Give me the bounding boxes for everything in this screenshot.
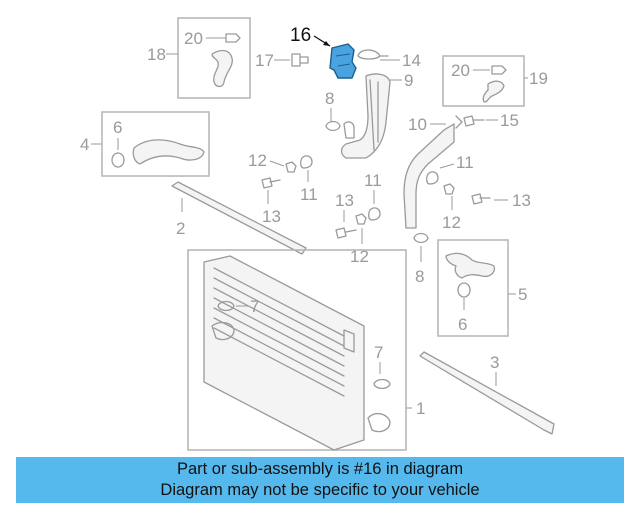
clip-8-lower-group: 8 [413,232,429,286]
callout-18: 18 [147,45,166,64]
caption-line-1: Part or sub-assembly is #16 in diagram [176,460,464,478]
hose-18-shape [211,49,233,88]
callout-19: 19 [529,69,548,88]
callout-13b: 13 [335,191,354,210]
hose-5-shape [445,252,496,279]
callout-20a: 20 [184,29,203,48]
fastener-cluster-middle: 11 13 12 [335,171,382,266]
hose-kit-19-group: 19 20 [442,55,548,107]
clamp-20a [225,33,241,43]
callout-12a: 12 [248,151,267,170]
hose-kit-18-group: 18 20 [147,17,251,99]
seal-strip-2 [171,181,307,255]
nut-12b [355,213,367,225]
callout-12c: 12 [442,213,461,232]
callout-3: 3 [490,353,499,372]
clip-8-upper-group: 8 [325,89,355,139]
callout-20b: 20 [451,61,470,80]
callout-8b: 8 [415,267,424,286]
hose-kit-5-group: 5 6 [437,239,527,337]
pipe-10-group: 10 [403,115,463,229]
clamp-20b [491,65,507,75]
clamp-14 [357,49,389,60]
callout-9: 9 [404,71,413,90]
clip-8-lower [413,232,429,244]
washer-11b [368,207,381,221]
intercooler-1-box [187,249,407,451]
callout-12b: 12 [350,247,369,266]
strip-2-group: 2 [171,181,307,255]
bolt-15 [463,115,485,127]
intercooler-1-group: 1 [187,249,425,451]
seal-6b [457,282,471,298]
hose-19-shape [482,80,505,103]
clip-7b [373,378,391,390]
pipe-9 [340,73,391,159]
part-16-group: 16 [290,25,357,79]
strip-3-group: 3 [419,351,555,435]
clip-8-upper [325,120,341,132]
callout-4: 4 [80,135,89,154]
callout-6b: 6 [458,315,467,334]
intercooler-outlet [367,412,391,433]
caption-banner: Part or sub-assembly is #16 in diagram D… [16,457,624,503]
bolt-13c [471,193,491,205]
bolt-15-group: 15 [463,111,519,130]
caption-line-2: Diagram may not be specific to your vehi… [160,481,480,499]
bolt-13a [261,177,281,189]
callout-11c: 11 [456,153,474,172]
nut-12a [285,161,297,173]
intercooler-core [203,255,365,451]
fastener-cluster-right: 11 12 13 [426,153,531,232]
callout-11b: 11 [364,171,382,190]
hose-kit-4-box [101,111,210,177]
clamp-14-group: 14 [357,49,421,70]
pipe-10 [403,123,455,229]
callout-2: 2 [176,219,185,238]
callout-5: 5 [518,285,527,304]
callout-13c: 13 [512,191,531,210]
callout-14: 14 [402,51,421,70]
callout-6a: 6 [113,118,122,137]
hose-kit-5-box [437,239,509,337]
seal-strip-3 [419,351,555,435]
clip-7-group: 7 7 [217,297,391,390]
hose-4-shape [132,139,205,165]
nut-12c [443,183,455,195]
callout-8a: 8 [325,89,334,108]
clip-7a [217,300,235,312]
washer-11c [426,171,439,185]
callout-17: 17 [255,51,274,70]
part-16-highlighted [329,43,357,79]
intercooler-inlet [211,321,235,341]
bolt-13b [335,227,357,239]
callout-10: 10 [408,115,427,134]
bolt-17 [291,53,309,67]
fastener-cluster-left: 12 11 13 [248,151,318,226]
callout-1: 1 [416,399,425,418]
callout-13a: 13 [262,207,281,226]
callout-15: 15 [500,111,519,130]
pipe-9-group: 9 [340,71,413,159]
callout-16: 16 [290,25,311,46]
seal-6a [111,152,125,168]
callout-7a: 7 [250,297,259,316]
hose-kit-19-box [442,55,525,107]
hose-kit-4-group: 4 6 [80,111,210,177]
bolt-17-group: 17 [255,51,309,70]
callout-11a: 11 [300,185,318,204]
callout-7b: 7 [374,343,383,362]
hose-kit-18-box [177,17,251,99]
washer-11a [300,155,313,169]
